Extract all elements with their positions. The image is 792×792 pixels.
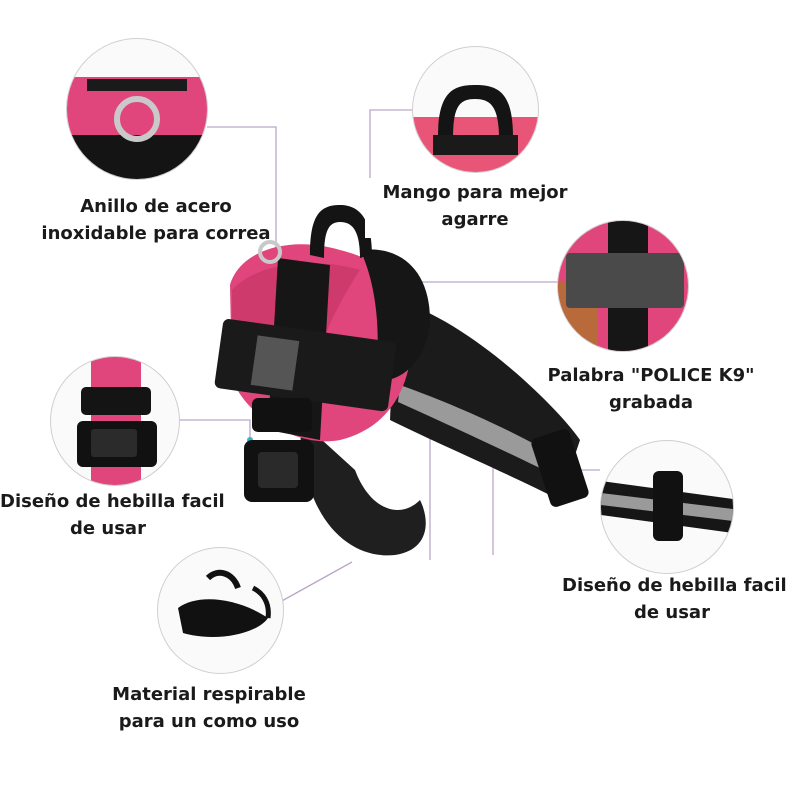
callout-buckle-right-line-1: Diseño de hebilla facil (562, 575, 787, 596)
inset-ring-photo (66, 38, 208, 180)
inset-buckle-right-photo (600, 440, 734, 574)
inset-police-photo (557, 220, 689, 352)
leader-line-ring (207, 126, 277, 250)
callout-police-line-2: grabada (609, 392, 693, 413)
callout-material-line-2: para un como uso (118, 711, 300, 732)
callout-material-label: Material respirable para un como uso (100, 681, 318, 735)
callout-buckle-right-line-2: de usar (634, 602, 710, 623)
callout-buckle-left-line-1: Diseño de hebilla facil (0, 491, 225, 512)
inset-material-photo (157, 547, 284, 674)
callout-material-line-1: Material respirable (112, 684, 306, 705)
callout-ring-line-1: Anillo de acero (80, 196, 232, 217)
leader-line-buckle-left (178, 419, 251, 440)
callout-police-label: Palabra "POLICE K9" grabada (540, 362, 762, 416)
callout-buckle-left-label: Diseño de hebilla facil de usar (0, 488, 225, 542)
callout-handle-line-2: agarre (441, 209, 509, 230)
callout-ring-line-2: inoxidable para correa (41, 223, 271, 244)
handle-label-backdrop (365, 178, 570, 238)
callout-handle-line-1: Mango para mejor (382, 182, 568, 203)
inset-buckle-left-photo (50, 356, 180, 486)
callout-buckle-right-label: Diseño de hebilla facil de usar (562, 572, 787, 626)
inset-handle-photo (412, 46, 539, 173)
callout-police-line-1: Palabra "POLICE K9" (547, 365, 755, 386)
callout-buckle-left-line-2: de usar (70, 518, 146, 539)
callout-ring-label: Anillo de acero inoxidable para correa (30, 193, 282, 247)
callout-handle-label: Mango para mejor agarre (375, 179, 575, 233)
